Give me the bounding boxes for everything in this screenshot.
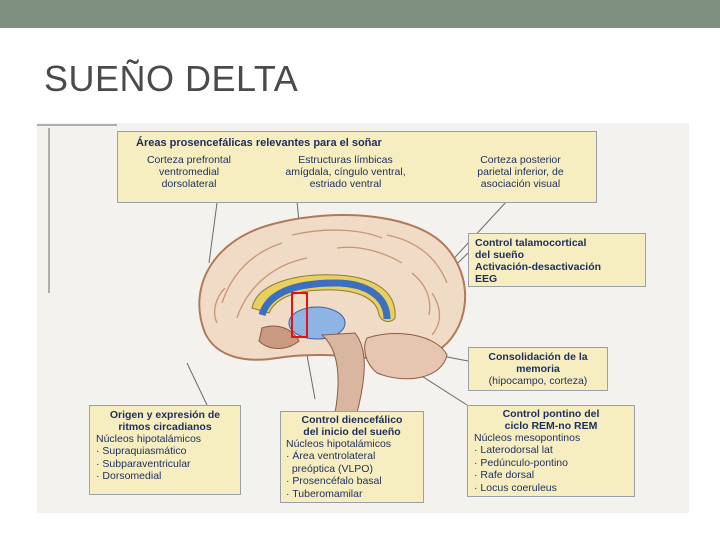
brain-illustration	[37, 124, 508, 414]
memory-box: Consolidación de la memoria (hipocampo, …	[468, 347, 608, 391]
cerebellum	[364, 332, 448, 380]
list-item: · Laterodorsal lat	[474, 444, 553, 456]
list-item: · Subparaventricular	[96, 457, 191, 470]
forebrain-heading: Áreas prosencefálicas relevantes para el…	[136, 137, 382, 149]
list-item: · Dorsomedial	[96, 470, 162, 482]
list-item: · Área ventrolateral	[286, 450, 376, 462]
list-item: · Prosencéfalo basal	[286, 475, 382, 487]
prefrontal-column: Corteza prefrontal ventromedial dorsolat…	[146, 154, 232, 190]
list-item: · Tuberomamilar	[286, 487, 363, 500]
thalamus	[288, 306, 346, 340]
slide-title: SUEÑO DELTA	[44, 58, 299, 99]
posterior-column: Corteza posterior parietal inferior, de …	[477, 154, 564, 190]
diencephalic-box: Control diencefálico del inicio del sueñ…	[280, 411, 424, 503]
circadian-box: Origen y expresión de ritmos circadianos…	[89, 405, 241, 495]
list-item: · Pedúnculo-pontino	[474, 456, 568, 469]
top-bar	[0, 0, 720, 28]
pontine-box: Control pontino del ciclo REM-no REM Núc…	[467, 405, 635, 497]
diencephalic-list: · Área ventrolateral preóptica (VLPO) · …	[286, 450, 418, 500]
gyri-lines	[214, 229, 448, 336]
circadian-list: · Supraquiasmático · Subparaventricular …	[96, 445, 234, 483]
list-item: · Locus coeruleus	[474, 481, 557, 494]
limbic-arc	[258, 279, 391, 320]
brain-figure: Áreas prosencefálicas relevantes para el…	[37, 123, 689, 513]
forebrain-areas-box: Áreas prosencefálicas relevantes para el…	[117, 131, 597, 203]
hypothalamus	[258, 325, 300, 349]
list-item: · Rafe dorsal	[474, 469, 535, 481]
list-item: · Supraquiasmático	[96, 445, 187, 457]
red-marker	[291, 292, 308, 338]
limbic-column: Estructuras límbicas amígdala, cíngulo v…	[285, 154, 406, 190]
pontine-list: · Laterodorsal lat · Pedúnculo-pontino ·…	[474, 444, 628, 494]
list-item: preóptica (VLPO)	[291, 462, 373, 475]
thalamocortical-box: Control talamocortical del sueño Activac…	[468, 233, 646, 287]
